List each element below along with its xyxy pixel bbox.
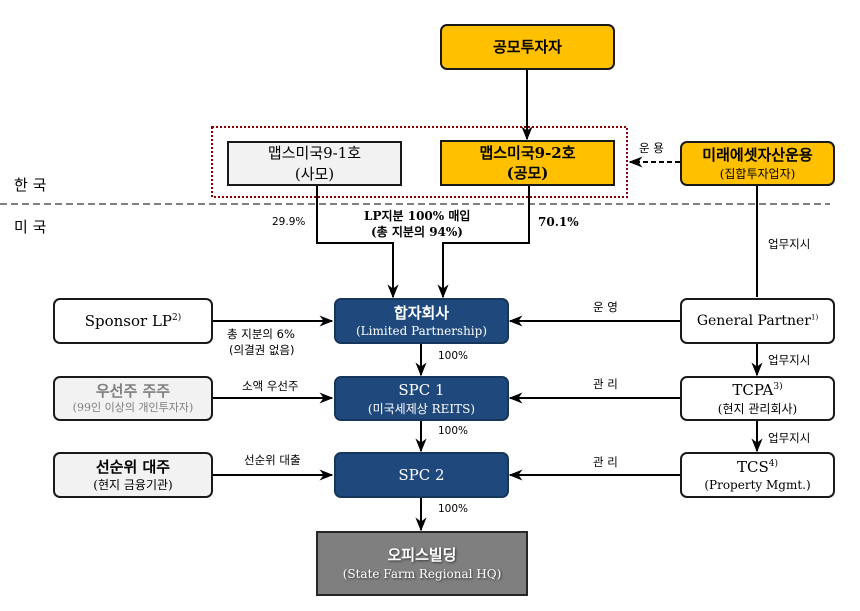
node-title: TCPA bbox=[732, 381, 774, 400]
node-subtitle: (현지 관리회사) bbox=[717, 401, 798, 416]
node-title: 맵스미국9-1호 bbox=[267, 144, 362, 163]
label-sponsor-share-line2: (의결권 없음) bbox=[229, 343, 295, 357]
node-subtitle: (공모) bbox=[506, 164, 549, 182]
node-tcpa[interactable]: TCPA3) (현지 관리회사) bbox=[680, 376, 835, 421]
label-sponsor-share-line1: 총 지분의 6% bbox=[227, 327, 295, 341]
edge-9-1-to-lp bbox=[316, 186, 399, 299]
label-lp-purchase-line1: LP지분 100% 매입 bbox=[364, 209, 471, 223]
label-tcs-manage: 관 리 bbox=[593, 455, 618, 469]
node-general-partner[interactable]: General Partner1) bbox=[680, 298, 835, 344]
node-subtitle: (State Farm Regional HQ) bbox=[342, 566, 502, 581]
label-operation-mirae: 운 용 bbox=[639, 141, 664, 155]
node-office-building[interactable]: 오피스빌딩 (State Farm Regional HQ) bbox=[316, 531, 528, 596]
node-title: Sponsor LP bbox=[84, 311, 173, 330]
region-label-usa: 미 국 bbox=[14, 218, 47, 236]
footnote-marker: 2) bbox=[172, 312, 182, 323]
label-share-9-2: 70.1% bbox=[538, 215, 579, 229]
node-sponsor-lp[interactable]: Sponsor LP2) bbox=[53, 298, 213, 344]
label-tcpa-manage: 관 리 bbox=[593, 377, 618, 391]
label-spc1-to-spc2: 100% bbox=[438, 425, 469, 437]
region-label-korea: 한 국 bbox=[14, 176, 47, 194]
node-title-wrap: General Partner1) bbox=[697, 312, 818, 331]
node-subtitle: (미국세제상 REITS) bbox=[367, 401, 476, 416]
node-spc1[interactable]: SPC 1 (미국세제상 REITS) bbox=[334, 376, 509, 421]
node-subtitle: (집합투자업자) bbox=[719, 166, 796, 181]
node-mirae-asset[interactable]: 미래에셋자산운용 (집합투자업자) bbox=[680, 141, 835, 186]
node-maps-9-2[interactable]: 맵스미국9-2호 (공모) bbox=[440, 140, 615, 186]
label-gp-operate: 운 영 bbox=[593, 300, 618, 314]
label-share-9-1: 29.9% bbox=[272, 216, 306, 228]
node-title-wrap: Sponsor LP2) bbox=[85, 311, 182, 331]
node-maps-9-1[interactable]: 맵스미국9-1호 (사모) bbox=[227, 141, 402, 186]
label-lp-purchase-line2: (총 지분의 94%) bbox=[371, 225, 463, 239]
korea-fund-group-border bbox=[211, 126, 628, 198]
node-public-investors[interactable]: 공모투자자 bbox=[440, 24, 615, 70]
node-subtitle: (Property Mgmt.) bbox=[704, 478, 811, 493]
node-limited-partnership[interactable]: 합자회사 (Limited Partnership) bbox=[334, 298, 509, 344]
footnote-marker: 3) bbox=[773, 382, 783, 393]
label-spc2-to-building: 100% bbox=[438, 503, 469, 515]
label-instruction-2: 업무지시 bbox=[768, 353, 811, 367]
node-title: SPC 1 bbox=[398, 381, 445, 400]
node-senior-lender[interactable]: 선순위 대주 (현지 금융기관) bbox=[53, 452, 213, 498]
node-title: SPC 2 bbox=[398, 465, 445, 484]
footnote-marker: 4) bbox=[768, 458, 778, 469]
node-subtitle: (현지 금융기관) bbox=[93, 478, 173, 493]
label-senior-loan: 선순위 대출 bbox=[244, 453, 301, 467]
node-title: TCS bbox=[736, 457, 769, 476]
node-title: General Partner bbox=[696, 312, 811, 329]
footnote-marker: 1) bbox=[811, 312, 819, 321]
node-preferred-shareholders[interactable]: 우선주 주주 (99인 이상의 개인투자자) bbox=[53, 376, 213, 421]
node-title: 공모투자자 bbox=[492, 37, 562, 56]
node-title: 합자회사 bbox=[393, 303, 450, 322]
node-title-wrap: TCS4) bbox=[737, 457, 778, 477]
node-subtitle: (99인 이상의 개인투자자) bbox=[72, 401, 194, 415]
label-preferred-small: 소액 우선주 bbox=[242, 379, 299, 393]
label-instruction-1: 업무지시 bbox=[768, 237, 811, 251]
node-subtitle: (사모) bbox=[294, 164, 335, 183]
node-title: 선순위 대주 bbox=[95, 457, 171, 476]
edge-9-2-to-lp bbox=[437, 186, 530, 299]
node-tcs[interactable]: TCS4) (Property Mgmt.) bbox=[680, 452, 835, 498]
node-subtitle: (Limited Partnership) bbox=[355, 324, 488, 339]
node-title: 맵스미국9-2호 bbox=[479, 143, 576, 162]
node-title-wrap: TCPA3) bbox=[732, 380, 782, 400]
label-instruction-3: 업무지시 bbox=[768, 431, 811, 445]
node-title: 미래에셋자산운용 bbox=[702, 146, 813, 165]
node-title: 우선주 주주 bbox=[95, 381, 171, 400]
node-spc2[interactable]: SPC 2 bbox=[334, 452, 509, 498]
node-title: 오피스빌딩 bbox=[387, 546, 457, 565]
label-lp-to-spc1: 100% bbox=[438, 350, 469, 362]
